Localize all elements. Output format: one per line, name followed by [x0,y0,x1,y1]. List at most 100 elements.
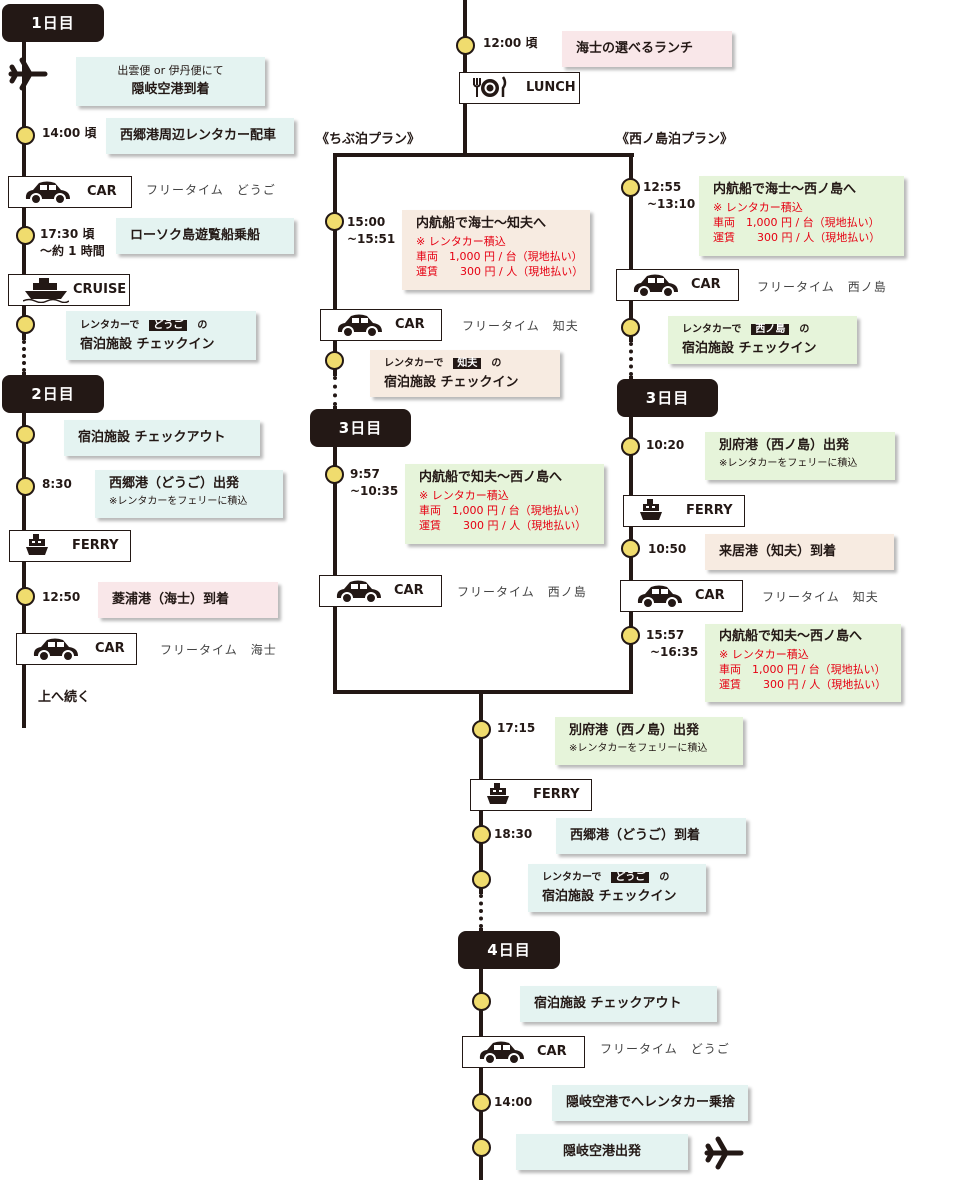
beppu-departure-event: 別府港（西ノ島）出発 ※レンタカーをフェリーに積込 [705,432,895,480]
event-title: 別府港（西ノ島）出発 [719,438,850,453]
ferry-chibu-nishi-event: 内航船で知夫〜西ノ島へ ※ レンタカー積込 車両 1,000 円 / 台（現地払… [405,464,604,544]
time-1050: 10:50 [648,542,687,556]
event-note: ※レンタカーをフェリーに積込 [569,743,708,754]
arrival-line1: 出雲便 or 伊丹便にて [117,64,224,77]
rental-car-return-event: 隠岐空港でへレンタカー乗捨 [552,1085,748,1121]
free-time-ama: フリータイム 海士 [160,643,277,657]
timeline-dot [621,437,640,456]
day2-badge: 2日目 [2,375,104,413]
ferry-mode: FERRY [470,779,592,811]
time-957: 9:57 ~10:35 [350,466,398,500]
ferry-label: FERRY [533,787,580,802]
car-label: CAR [691,277,721,292]
checkin-suffix: の [659,872,670,883]
saigo-departure-title: 西郷港（どうご）出発 [109,476,240,491]
car-mode: CAR [616,269,739,301]
event-title: 別府港（西ノ島）出発 [569,723,700,738]
ferry-icon [487,780,509,819]
continue-above-label: 上へ続く [38,690,91,705]
arrival-line2: 隠岐空港到着 [131,82,210,97]
event-note2: 車両 1,000 円 / 台（現地払い） [419,504,586,517]
car-icon [31,634,81,673]
continuation-dots [629,342,637,376]
car-label: CAR [87,184,117,199]
event-note1: ※ レンタカー積込 [713,201,803,214]
time-1500-start: 15:00 [347,215,386,229]
timeline-dot [472,720,491,739]
car-label: CAR [394,583,424,598]
checkin-place-badge: どうご [149,320,188,331]
timeline-dot [472,992,491,1011]
car-mode: CAR [8,176,132,208]
free-time-dogo: フリータイム どうご [146,183,276,197]
day4-badge: 4日目 [458,931,560,969]
beppu-departure-event-merge: 別府港（西ノ島）出発 ※レンタカーをフェリーに積込 [555,717,743,765]
time-1255-end: ~13:10 [647,197,696,211]
saigo-departure-note: ※レンタカーをフェリーに積込 [109,496,248,507]
checkin-line1: レンタカーで 知夫 の [384,356,546,372]
airplane-arrival-icon [8,56,48,96]
timeline-dot [621,178,640,197]
event-title: 内航船で知夫〜西ノ島へ [719,629,863,644]
day1-2-timeline-line [22,20,26,728]
timeline-dot [16,126,35,145]
checkin-line2: 宿泊施設 チェックイン [384,375,519,390]
checkin-line2: 宿泊施設 チェックイン [682,341,817,356]
car-icon [631,270,681,309]
checkin-prefix: レンタカーで [80,320,140,331]
checkin-suffix: の [799,324,810,335]
timeline-dot [456,36,475,55]
car-icon [477,1037,527,1076]
event-title: 内航船で海士〜知夫へ [416,216,547,231]
lunch-mode: LUNCH [459,72,580,104]
saigo-arrival-event: 西郷港（どうご）到着 [556,818,746,854]
saigo-departure-event: 西郷港（どうご）出発 ※レンタカーをフェリーに積込 [95,470,283,518]
timeline-dot [472,1093,491,1112]
time-957-start: 9:57 [350,467,380,481]
car-icon [23,177,73,216]
lunch-label: LUNCH [526,80,576,95]
car-mode: CAR [16,633,137,665]
ferry-icon [640,496,662,535]
time-1557-end: ~16:35 [650,645,699,659]
free-time-nishi: フリータイム 西ノ島 [457,585,587,599]
branch-bottom-line [333,690,633,694]
continuation-dots [22,340,30,372]
timeline-dot [325,212,344,231]
day3-badge-nishi: 3日目 [617,379,718,417]
car-label: CAR [95,641,125,656]
time-1255-start: 12:55 [643,180,682,194]
timeline-dot [472,870,491,889]
checkin-event-day1: レンタカーで どうご の 宿泊施設 チェックイン [66,311,256,360]
car-label: CAR [537,1044,567,1059]
time-830: 8:30 [42,477,72,491]
free-time-dogo: フリータイム どうご [600,1042,730,1056]
event-note2: 車両 1,000 円 / 台（現地払い） [416,250,583,263]
checkin-line2: 宿泊施設 チェックイン [542,889,677,904]
ferry-icon [26,531,48,570]
ferry-ama-nishi-event: 内航船で海士〜西ノ島へ ※ レンタカー積込 車両 1,000 円 / 台（現地払… [699,176,904,256]
checkin-place-badge: どうご [611,872,650,883]
ferry-ama-chibu-event: 内航船で海士〜知夫へ ※ レンタカー積込 車両 1,000 円 / 台（現地払い… [402,210,590,290]
continuation-dots [479,894,487,928]
time-1250: 12:50 [42,590,81,604]
timeline-dot [621,539,640,558]
event-note3: 運賃 300 円 / 人（現地払い） [419,519,587,532]
checkin-prefix: レンタカーで [542,872,602,883]
time-1830: 18:30 [494,827,533,841]
time-1730-start: 17:30 頃 [40,227,95,241]
airplane-departure-icon [704,1135,744,1175]
timeline-dot [472,1138,491,1157]
arrival-event: 出雲便 or 伊丹便にて 隠岐空港到着 [76,57,265,106]
kurii-arrival-event: 来居港（知夫）到着 [705,534,894,570]
dining-icon [470,73,510,112]
timeline-dot [621,318,640,337]
event-note3: 運賃 300 円 / 人（現地払い） [416,265,584,278]
ferry-label: FERRY [686,503,733,518]
time-1715: 17:15 [497,721,536,735]
free-time-chibu: フリータイム 知夫 [462,319,579,333]
event-note: ※レンタカーをフェリーに積込 [719,458,858,469]
event-note3: 運賃 300 円 / 人（現地払い） [713,231,881,244]
time-1557: 15:57 ~16:35 [646,627,698,661]
event-note1: ※ レンタカー積込 [719,648,809,661]
